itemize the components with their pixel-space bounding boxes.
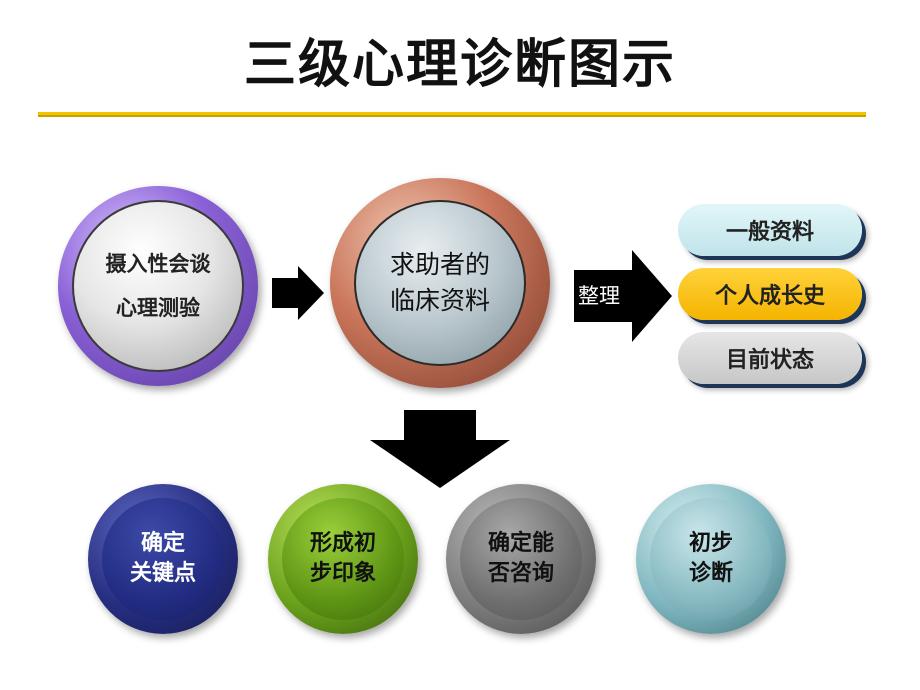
page-title: 三级心理诊断图示 bbox=[243, 35, 676, 95]
intake-methods-line2: 心理测验 bbox=[116, 296, 200, 320]
category-general-info: 一般资料 bbox=[678, 204, 862, 256]
step-initial-diagnosis-line1: 初步 bbox=[688, 531, 733, 556]
step-initial-diagnosis-circle: 初步 诊断 bbox=[636, 484, 786, 634]
category-growth-history: 个人成长史 bbox=[678, 268, 862, 320]
step-initial-impression-line1: 形成初 bbox=[309, 531, 376, 556]
step-initial-diagnosis-line2: 诊断 bbox=[688, 561, 733, 586]
intake-methods-line1: 摄入性会谈 bbox=[105, 252, 211, 276]
step-counseling-suitability-circle: 确定能 否咨询 bbox=[446, 484, 596, 634]
step-key-points-line1: 确定 bbox=[140, 531, 185, 556]
organize-label: 整理 bbox=[578, 284, 620, 308]
arrow-right-small bbox=[272, 266, 324, 320]
intake-methods-circle: 摄入性会谈 心理测验 bbox=[58, 186, 258, 386]
clinical-data-line1: 求助者的 bbox=[389, 250, 490, 279]
step-key-points-line2: 关键点 bbox=[129, 561, 196, 586]
category-current-state: 目前状态 bbox=[678, 332, 862, 384]
clinical-data-circle: 求助者的 临床资料 bbox=[330, 178, 550, 388]
arrow-right-organize bbox=[574, 250, 672, 342]
step-initial-impression-circle: 形成初 步印象 bbox=[268, 484, 418, 634]
arrow-down-large bbox=[370, 410, 510, 488]
step-initial-impression-line2: 步印象 bbox=[309, 561, 376, 586]
step-key-points-circle: 确定 关键点 bbox=[88, 484, 238, 634]
step-counseling-suitability-line2: 否咨询 bbox=[487, 561, 554, 586]
title-underline bbox=[38, 112, 866, 117]
step-counseling-suitability-line1: 确定能 bbox=[487, 531, 554, 556]
clinical-data-line2: 临床资料 bbox=[389, 286, 490, 315]
